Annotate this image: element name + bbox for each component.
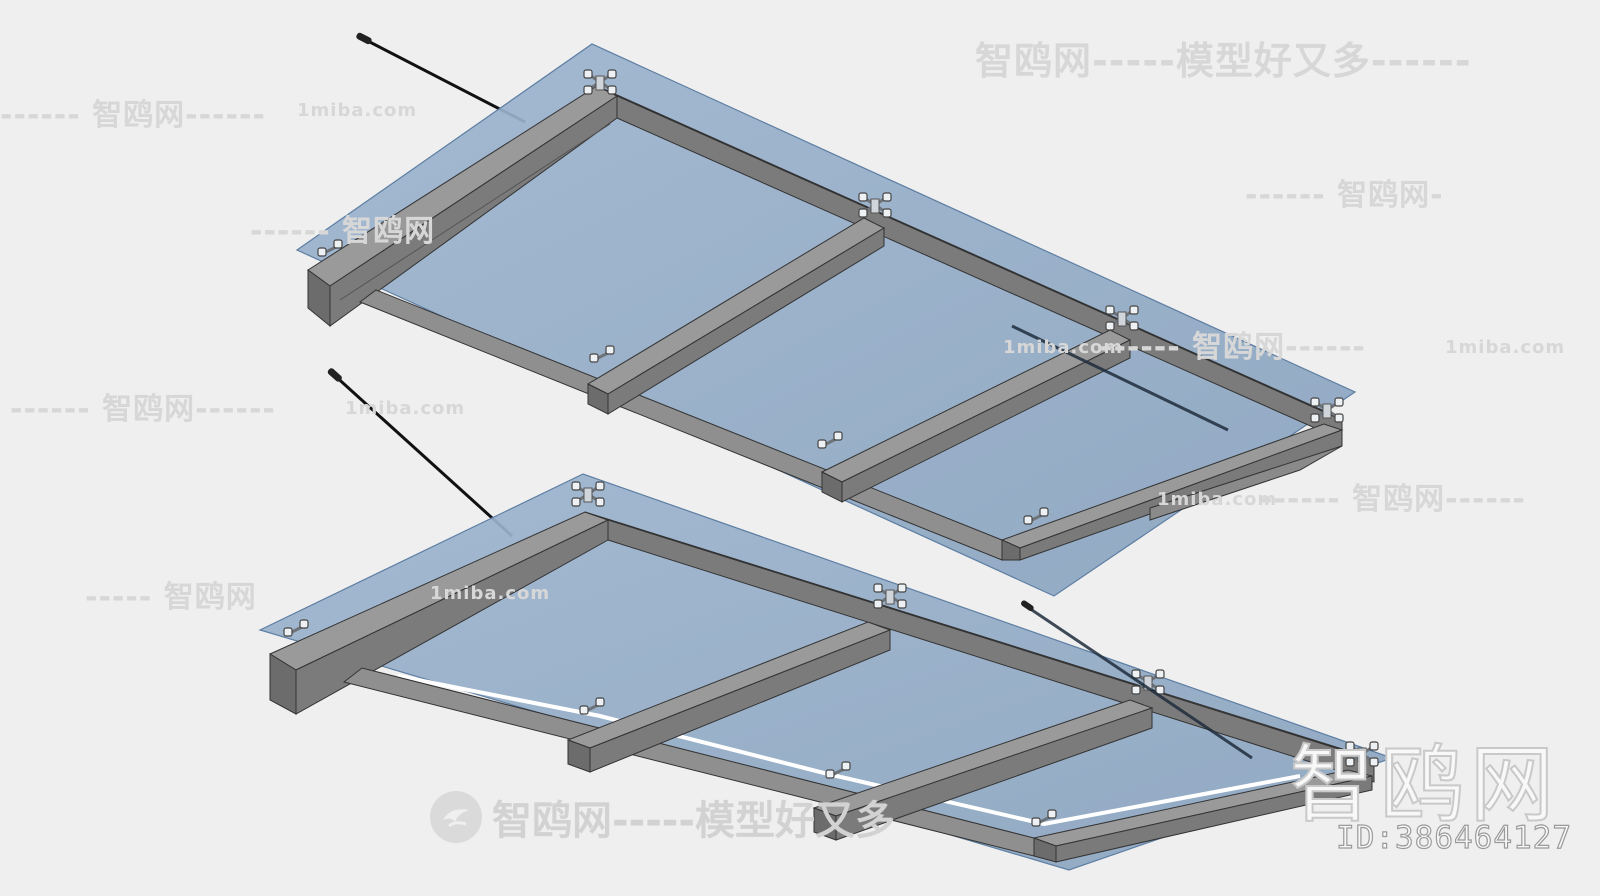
watermark-big: 智鸥网	[1289, 735, 1560, 835]
lower-tie-rod-2	[1021, 600, 1253, 760]
watermark-left-upper: ------ 智鸥网------	[0, 98, 266, 133]
watermark-site-lower-left: 1miba.com	[430, 583, 551, 604]
upper-tie-rod-2	[1011, 324, 1229, 432]
watermark-right-upper: ------ 智鸥网-	[1245, 178, 1444, 213]
upper-tie-rod	[356, 32, 526, 124]
watermark-bottom: 智鸥网-----模型好又多	[430, 788, 895, 846]
upper-cross-beam-1	[586, 217, 886, 415]
upper-canopy	[295, 32, 1357, 597]
watermark-lower-left: ----- 智鸥网	[85, 580, 257, 615]
watermark-lower-right: ------ 智鸥网------	[1260, 482, 1526, 517]
model-id-label: ID:386464127	[1335, 819, 1572, 856]
watermark-top: 智鸥网-----模型好又多------	[975, 39, 1472, 83]
lower-tie-rod	[327, 368, 514, 538]
upper-cross-beam-2	[820, 329, 1132, 503]
lower-canopy	[258, 368, 1394, 871]
watermark-site-lower-right: 1miba.com	[1157, 489, 1278, 510]
watermark-site-mid-right: 1miba.com	[1445, 337, 1566, 358]
lower-cross-beam-2	[812, 699, 1154, 841]
watermark-mid-right: ------ 智鸥网------	[1100, 330, 1366, 365]
watermark-site-mid-left: 1miba.com	[345, 398, 466, 419]
watermark-site-upper: 1miba.com	[297, 100, 418, 121]
upper-glass-panel	[295, 43, 1357, 597]
watermark-mid-left: ------ 智鸥网------	[10, 392, 276, 427]
watermark-center-upper: ------ 智鸥网	[250, 214, 436, 249]
watermark-bottom-text: 智鸥网-----模型好又多	[492, 798, 896, 844]
bird-logo-icon	[430, 791, 482, 843]
watermark-site-center: 1miba.com	[1003, 337, 1124, 358]
lower-cross-beam-1	[566, 621, 892, 773]
